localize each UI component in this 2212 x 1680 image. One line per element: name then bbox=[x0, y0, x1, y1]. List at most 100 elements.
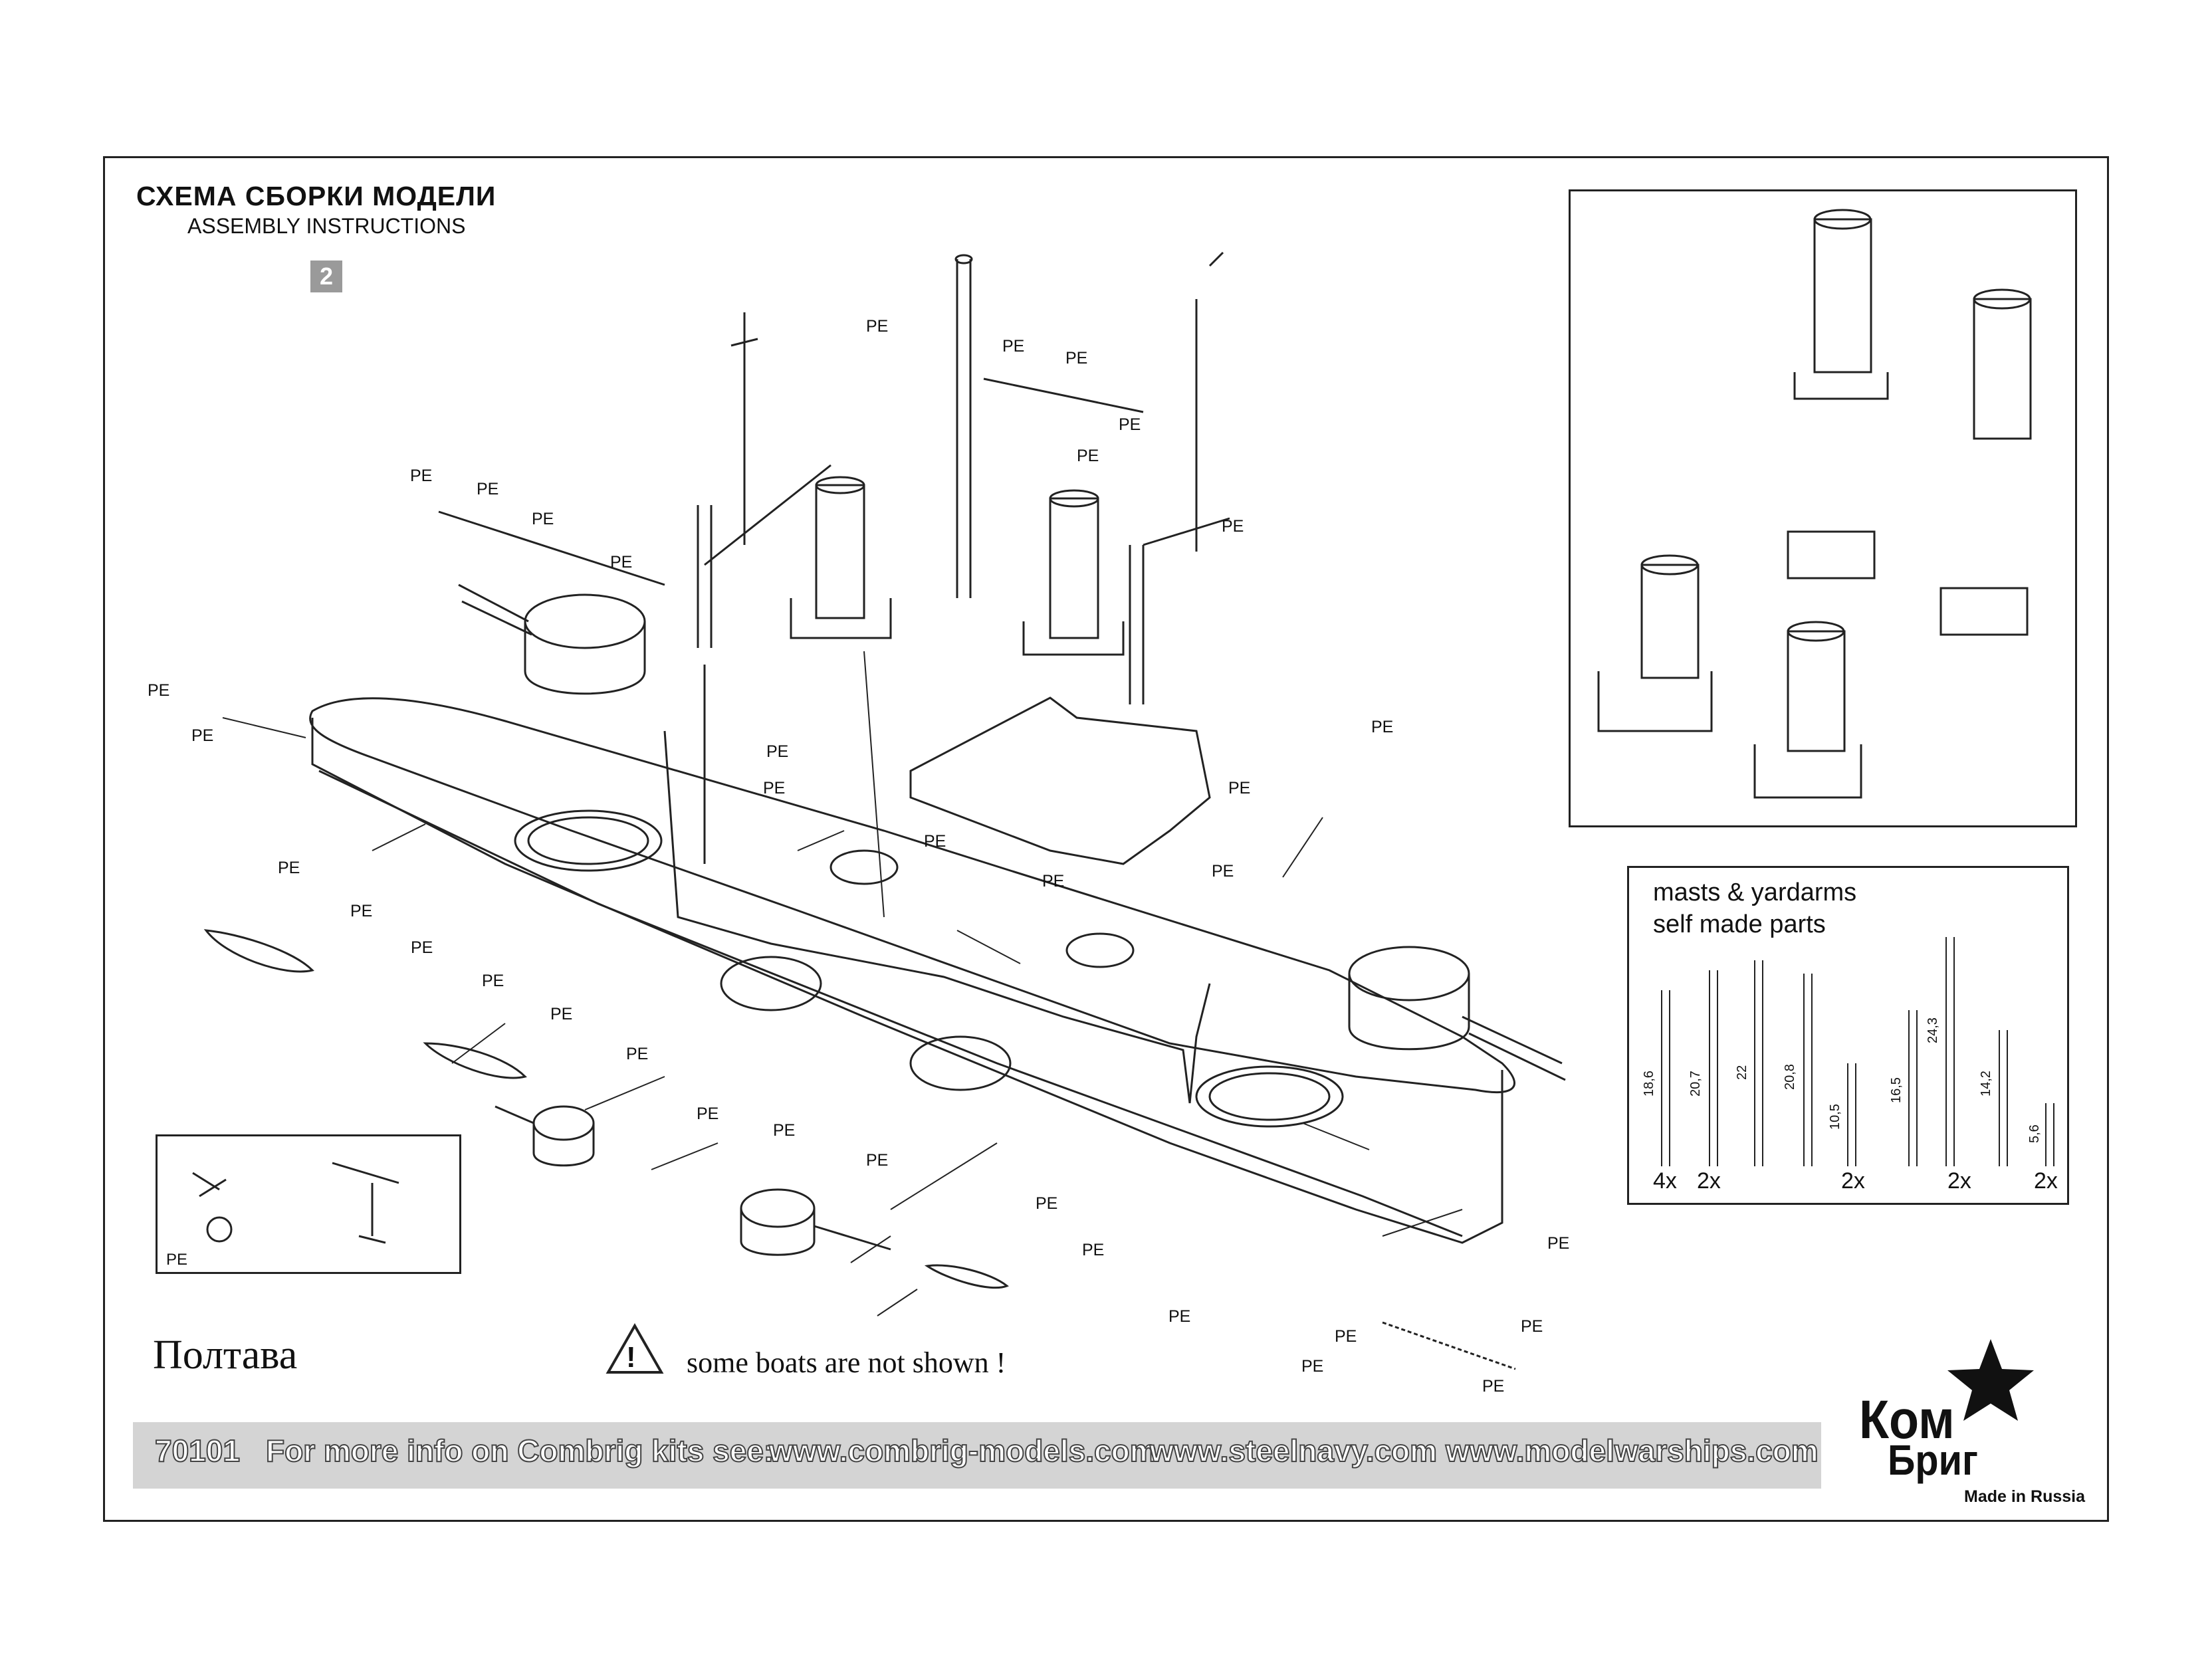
pe-label: PE bbox=[1222, 517, 1244, 536]
aft-turret-top bbox=[524, 593, 646, 649]
pe-label: PE bbox=[1547, 1234, 1570, 1253]
pe-label: PE bbox=[1119, 415, 1141, 434]
pe-label: PE bbox=[1482, 1377, 1505, 1396]
mast-dimension: 16,5 bbox=[1889, 1077, 1904, 1103]
mast-quantity: 2x bbox=[2034, 1168, 2058, 1194]
pe-label: PE bbox=[1077, 447, 1099, 465]
main-mast-fore bbox=[1129, 545, 1145, 704]
main-mast-center bbox=[956, 259, 972, 598]
topmast-1 bbox=[730, 312, 758, 545]
pe-label: PE bbox=[763, 779, 786, 797]
yardarm-1 bbox=[704, 464, 831, 566]
hull-deck-outline bbox=[309, 697, 1516, 1094]
pe-label: PE bbox=[1521, 1317, 1543, 1336]
aft-barbette-ring bbox=[514, 809, 663, 872]
title-russian: СХЕМА СБОРКИ МОДЕЛИ bbox=[136, 181, 497, 211]
pe-label: PE bbox=[278, 859, 300, 877]
funnels-inset-panel bbox=[1569, 189, 2077, 827]
fore-barbette-ring bbox=[1195, 1065, 1344, 1128]
aft-barbette-ring-inner bbox=[527, 816, 649, 865]
main-mast-aft bbox=[697, 505, 713, 864]
pe-label: PE bbox=[148, 681, 170, 700]
fore-barbette-ring-inner bbox=[1208, 1072, 1331, 1121]
midship-ring-1 bbox=[720, 956, 822, 1011]
pe-label: PE bbox=[1065, 349, 1088, 368]
forward-superstructure bbox=[909, 696, 1211, 865]
hull-waterline bbox=[318, 770, 1463, 1237]
masts-panel-subtitle: self made parts bbox=[1653, 910, 1826, 938]
pe-label: PE bbox=[477, 480, 499, 498]
anchor-chain bbox=[1382, 1321, 1516, 1370]
mast-dimension: 14,2 bbox=[1979, 1071, 1993, 1097]
mast-quantity: 2x bbox=[1841, 1168, 1865, 1194]
pe-label: PE bbox=[1042, 872, 1065, 891]
side-turret-2 bbox=[740, 1188, 816, 1228]
pe-label: PE bbox=[1082, 1241, 1105, 1259]
pe-label: PE bbox=[610, 553, 633, 572]
pe-label: PE bbox=[550, 1005, 573, 1023]
pe-label: PE bbox=[626, 1045, 649, 1063]
boat-1 bbox=[203, 929, 314, 973]
page-frame bbox=[103, 156, 2109, 1522]
pe-label: PE bbox=[410, 467, 433, 485]
website-link-modelwarships[interactable]: www.modelwarships.com bbox=[1445, 1433, 1819, 1469]
yardarm-3 bbox=[438, 510, 665, 586]
masts-panel-title: masts & yardarms bbox=[1653, 879, 1857, 906]
pe-label: PE bbox=[1036, 1194, 1058, 1213]
website-link-steelnavy[interactable]: www.steelnavy.com bbox=[1149, 1433, 1438, 1469]
small-inset-pe-label: PE bbox=[166, 1251, 188, 1269]
side-turret-1 bbox=[532, 1105, 595, 1141]
superstructure bbox=[663, 730, 1211, 1104]
pe-label: PE bbox=[1301, 1357, 1324, 1376]
aft-turret-guns bbox=[458, 583, 532, 636]
ship-name: Полтава bbox=[153, 1332, 298, 1378]
pe-label: PE bbox=[866, 1151, 889, 1170]
pe-label: PE bbox=[191, 726, 214, 745]
small-parts-inset bbox=[156, 1134, 461, 1274]
made-in-russia: Made in Russia bbox=[1964, 1487, 2085, 1506]
mast-dimension: 10,5 bbox=[1828, 1104, 1842, 1130]
pe-label: PE bbox=[697, 1104, 719, 1123]
pe-label: PE bbox=[924, 832, 946, 851]
mast-dimension: 18,6 bbox=[1642, 1071, 1656, 1097]
mast-dimension: 22 bbox=[1735, 1065, 1749, 1080]
mast-dimension: 20,7 bbox=[1688, 1071, 1703, 1097]
fore-turret-top bbox=[1348, 946, 1470, 1001]
website-link-combrig[interactable]: www.combrig-models.com bbox=[768, 1433, 1158, 1469]
midship-ring-4 bbox=[1065, 932, 1135, 968]
yardarm-2 bbox=[983, 377, 1144, 413]
pe-label: PE bbox=[1371, 718, 1394, 736]
funnel-fore bbox=[1049, 497, 1099, 639]
pe-label: PE bbox=[1335, 1327, 1357, 1346]
mast-quantity: 2x bbox=[1947, 1168, 1971, 1194]
footer-info-text: For more info on Combrig kits see: bbox=[265, 1433, 774, 1469]
mast-dimension: 20,8 bbox=[1783, 1064, 1797, 1090]
masts-yardarms-panel bbox=[1627, 866, 2069, 1205]
pe-label: PE bbox=[350, 902, 373, 920]
aft-turret-body bbox=[524, 621, 646, 695]
pe-label: PE bbox=[1002, 337, 1025, 356]
mast-dimension: 5,6 bbox=[2027, 1124, 2042, 1143]
pe-label: PE bbox=[482, 972, 504, 990]
pe-label: PE bbox=[866, 317, 889, 336]
fore-turret-guns bbox=[1462, 1015, 1566, 1081]
pe-label: PE bbox=[1168, 1307, 1191, 1326]
mast-quantity: 4x bbox=[1653, 1168, 1677, 1194]
warning-triangle bbox=[606, 1322, 664, 1374]
exclamation-icon: ! bbox=[626, 1341, 636, 1374]
boat-3 bbox=[924, 1264, 1009, 1289]
pe-label: PE bbox=[532, 510, 554, 528]
logo-word-brig: Бриг bbox=[1888, 1436, 1978, 1484]
mast-dimension: 24,3 bbox=[1926, 1017, 1940, 1043]
pe-label: PE bbox=[1212, 862, 1234, 881]
topmast-2 bbox=[1195, 251, 1224, 552]
logo-word-kom: Ком bbox=[1859, 1390, 1955, 1450]
midship-ring-2 bbox=[909, 1035, 1012, 1091]
pe-label: PE bbox=[766, 742, 789, 761]
yardarm-4 bbox=[1143, 517, 1230, 546]
mast-quantity: 2x bbox=[1697, 1168, 1721, 1194]
footer-bar bbox=[133, 1422, 1821, 1489]
warning-text: some boats are not shown ! bbox=[687, 1346, 1006, 1379]
pe-label: PE bbox=[1228, 779, 1251, 797]
midship-ring-3 bbox=[830, 849, 899, 885]
